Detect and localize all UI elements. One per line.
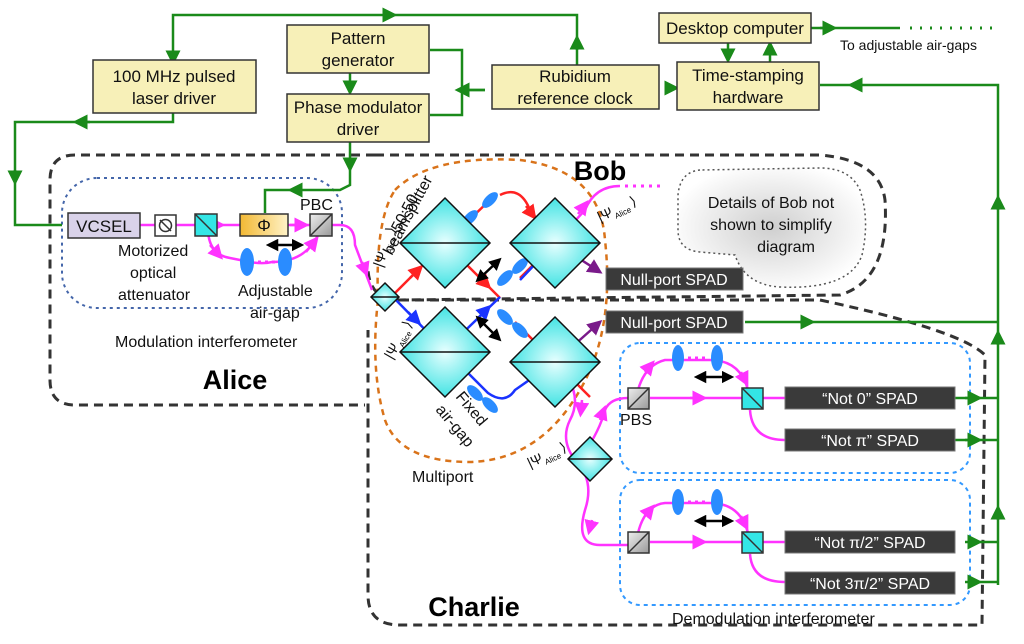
bob-note-line-2: shown to simplify — [710, 217, 832, 234]
multiport-beamsplitter-4 — [508, 315, 602, 409]
svg-text:|Ψ: |Ψ — [525, 450, 546, 471]
modulation-interferometer-outline — [61, 177, 343, 309]
pbc-icon — [309, 213, 333, 237]
charlie-region-label: Charlie — [428, 592, 520, 622]
svg-text:hardware: hardware — [713, 88, 784, 107]
svg-text:Alice: Alice — [613, 205, 633, 221]
demod-beamsplitter-upper-icon — [741, 387, 764, 410]
time-stamping-box: Time-stamping hardware — [676, 61, 820, 111]
svg-text:VCSEL: VCSEL — [76, 217, 132, 236]
svg-text:“Not 0” SPAD: “Not 0” SPAD — [822, 391, 918, 408]
charlie-input-beamsplitter — [566, 435, 614, 483]
multiport-beamsplitter-2 — [508, 196, 602, 290]
bob-details-cloud — [677, 167, 867, 288]
svg-text:Desktop computer: Desktop computer — [666, 19, 804, 38]
desktop-computer-box: Desktop computer — [658, 12, 812, 44]
svg-text:generator: generator — [322, 51, 395, 70]
phase-modulator-driver-box: Phase modulator driver — [286, 93, 430, 143]
phase-modulator-icon: Φ — [239, 213, 289, 237]
air-gap-lens-left — [240, 248, 254, 276]
charlie-region-outline — [366, 298, 987, 627]
pbs-upper-icon — [627, 387, 650, 410]
pattern-generator-box: Pattern generator — [286, 24, 430, 74]
multiport-label: Multiport — [412, 469, 474, 486]
air-gap-label-1: Adjustable — [238, 283, 313, 300]
svg-text:⟩: ⟩ — [557, 439, 569, 456]
to-air-gaps-label: To adjustable air-gaps — [840, 37, 977, 53]
svg-text:“Not π” SPAD: “Not π” SPAD — [821, 433, 919, 450]
demod-interferometer-lower-outline — [619, 479, 971, 606]
svg-text:|Ψ: |Ψ — [595, 204, 616, 225]
svg-text:Time-stamping: Time-stamping — [692, 66, 804, 85]
alice-region-label: Alice — [203, 365, 268, 395]
pbs-lower-icon — [627, 531, 650, 554]
spad-not-pi: “Not π” SPAD — [784, 428, 956, 452]
multiport-beamsplitter-3 — [398, 305, 492, 399]
attenuator-label-2: optical — [130, 265, 176, 282]
svg-text:Phase modulator: Phase modulator — [294, 98, 423, 117]
svg-text:|Ψ: |Ψ — [381, 340, 403, 361]
rubidium-clock-box: Rubidium reference clock — [491, 64, 660, 110]
pbc-label: PBC — [300, 197, 333, 214]
alice-optics — [140, 217, 374, 291]
bob-null-port-spad: Null-port SPAD — [605, 267, 744, 291]
modulation-interferometer-label: Modulation interferometer — [115, 334, 298, 351]
spad-not-3pi-half: “Not 3π/2” SPAD — [784, 571, 956, 595]
spad-not-pi-half: “Not π/2” SPAD — [784, 530, 956, 554]
svg-text:Rubidium: Rubidium — [539, 67, 611, 86]
bob-note-line-1: Details of Bob not — [708, 195, 835, 212]
svg-text:⟩: ⟩ — [399, 318, 416, 331]
attenuator-label-3: attenuator — [118, 287, 191, 304]
bob-note-line-3: diagram — [757, 239, 815, 256]
multiport-beamsplitter-1 — [398, 196, 492, 290]
svg-text:Null-port SPAD: Null-port SPAD — [620, 272, 727, 289]
svg-text:100 MHz pulsed: 100 MHz pulsed — [113, 67, 236, 86]
svg-text:⟩: ⟩ — [382, 225, 399, 236]
svg-text:reference clock: reference clock — [517, 89, 633, 108]
alice-region-outline — [48, 153, 375, 407]
vcsel-box: VCSEL — [67, 212, 141, 239]
input-beamsplitter — [369, 281, 401, 313]
laser-driver-box: 100 MHz pulsed laser driver — [92, 59, 257, 114]
svg-text:Null-port SPAD: Null-port SPAD — [620, 315, 727, 332]
pbs-label: PBS — [620, 412, 652, 429]
demodulation-interferometer-label: Demodulation interferometer — [672, 611, 875, 628]
svg-text:laser driver: laser driver — [132, 89, 216, 108]
svg-text:|Ψ: |Ψ — [370, 249, 390, 269]
svg-text:Pattern: Pattern — [331, 29, 386, 48]
demod-interferometer-upper-outline — [619, 342, 971, 474]
svg-text:Φ: Φ — [257, 216, 271, 235]
svg-text:“Not π/2” SPAD: “Not π/2” SPAD — [814, 535, 925, 552]
multiport-outline — [373, 158, 609, 464]
demod-beamsplitter-lower-icon — [741, 531, 764, 554]
control-wiring — [7, 7, 1006, 590]
alice-beamsplitter-icon — [194, 213, 218, 237]
air-gap-lens-right — [278, 248, 292, 276]
svg-text:⟩: ⟩ — [627, 193, 639, 210]
svg-text:driver: driver — [337, 120, 380, 139]
air-gap-label-2: air-gap — [250, 305, 300, 322]
svg-text:Alice: Alice — [543, 451, 563, 467]
spad-not-0: “Not 0” SPAD — [784, 386, 956, 410]
attenuator-label-1: Motorized — [118, 243, 188, 260]
bob-region-label: Bob — [574, 156, 626, 186]
svg-text:“Not 3π/2” SPAD: “Not 3π/2” SPAD — [810, 576, 930, 593]
charlie-null-port-spad: Null-port SPAD — [605, 310, 744, 334]
attenuator-icon — [154, 214, 177, 237]
